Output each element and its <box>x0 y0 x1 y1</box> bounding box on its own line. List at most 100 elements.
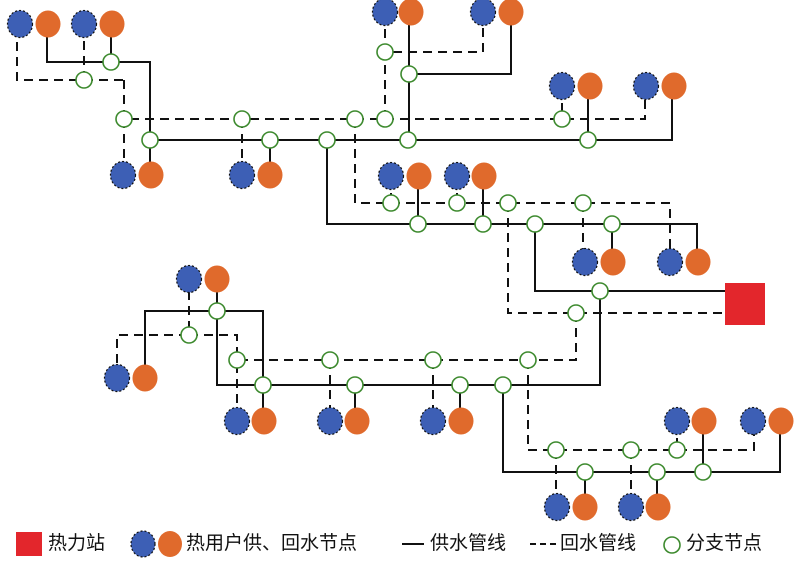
branch-node <box>448 194 466 212</box>
supply-user-node <box>498 0 524 26</box>
branch-node <box>499 194 517 212</box>
supply-pipe-segment <box>408 14 512 75</box>
user-nodes <box>6 0 794 522</box>
return-user-node <box>377 161 405 191</box>
branch-node <box>141 131 159 149</box>
supply-user-node <box>257 161 283 189</box>
supply-user-node <box>344 407 370 435</box>
branch-node <box>376 43 394 61</box>
legend-supply-pipe-swatch <box>402 543 424 545</box>
branch-node <box>574 194 592 212</box>
supply-pipe-segment <box>263 291 601 386</box>
supply-user-node <box>35 10 61 38</box>
legend-branch-node-label: 分支节点 <box>686 532 763 554</box>
supply-user-node <box>251 407 277 435</box>
return-user-node <box>223 406 251 436</box>
branch-node <box>579 131 597 149</box>
return-user-node <box>103 363 131 393</box>
branch-node <box>228 351 246 369</box>
branch-node <box>648 463 666 481</box>
return-user-node <box>443 161 471 191</box>
return-user-node <box>6 9 34 39</box>
supply-user-node <box>645 493 671 521</box>
branch-node <box>75 71 93 89</box>
branch-node <box>591 282 609 300</box>
supply-user-node <box>685 248 711 276</box>
branch-node <box>526 215 544 233</box>
branch-node <box>346 376 364 394</box>
branch-node <box>622 441 640 459</box>
supply-pipe-segment <box>46 27 151 175</box>
legend-supply-pipe-label: 供水管线 <box>430 532 507 554</box>
branch-nodes <box>75 43 712 481</box>
supply-user-node <box>448 407 474 435</box>
branch-node <box>409 215 427 233</box>
supply-user-node <box>132 364 158 392</box>
return-user-node <box>663 406 691 436</box>
branch-node <box>400 65 418 83</box>
return-user-node <box>469 0 497 27</box>
branch-node <box>494 376 512 394</box>
heating-network-diagram <box>6 0 794 522</box>
branch-node <box>318 131 336 149</box>
return-user-node <box>70 9 98 39</box>
legend-station-label: 热力站 <box>48 532 106 554</box>
branch-node <box>261 131 279 149</box>
branch-node <box>399 131 417 149</box>
supply-user-node <box>471 162 497 190</box>
branch-node <box>603 215 621 233</box>
branch-node <box>382 194 400 212</box>
branch-node <box>519 351 537 369</box>
legend-station-swatch <box>16 532 42 556</box>
return-user-node <box>632 71 660 101</box>
return-user-node <box>656 247 684 277</box>
return-user-node <box>109 160 137 190</box>
supply-pipe-segment <box>326 140 698 262</box>
legend-return-pipe-label: 回水管线 <box>560 532 637 554</box>
branch-node <box>451 376 469 394</box>
heat-station <box>725 283 765 325</box>
legend-user-node-label: 热用户供、回水节点 <box>186 532 358 554</box>
branch-node <box>376 110 394 128</box>
return-pipe-segment <box>16 27 124 81</box>
branch-node <box>547 441 565 459</box>
supply-pipe-segment <box>502 385 781 473</box>
branch-node <box>180 326 198 344</box>
supply-pipe-segment <box>144 310 217 378</box>
supply-user-node <box>661 72 687 100</box>
branch-node <box>553 110 571 128</box>
supply-pipe-segment <box>216 280 264 385</box>
return-user-node <box>571 247 599 277</box>
branch-node <box>321 351 339 369</box>
legend-user-node-swatch <box>130 530 182 558</box>
branch-node <box>254 376 272 394</box>
branch-node <box>102 53 120 71</box>
return-pipe-segment <box>116 280 190 378</box>
return-user-node <box>419 406 447 436</box>
supply-user-node <box>138 161 164 189</box>
return-pipe-segment <box>527 360 755 451</box>
return-pipe-segment <box>384 14 484 119</box>
supply-user-node <box>572 493 598 521</box>
supply-user-node <box>577 72 603 100</box>
supply-user-node <box>204 265 230 293</box>
legend-branch-node-swatch <box>663 536 681 554</box>
branch-node <box>576 463 594 481</box>
branch-node <box>233 110 251 128</box>
return-user-node <box>371 0 399 27</box>
branch-node <box>694 463 712 481</box>
branch-node <box>424 351 442 369</box>
supply-user-node <box>691 407 717 435</box>
return-user-node <box>548 71 576 101</box>
legend: 热力站 热用户供、回水节点 供水管线 回水管线 分支节点 <box>0 526 800 562</box>
legend-return-pipe-swatch <box>530 543 556 545</box>
return-user-node <box>175 264 203 294</box>
supply-user-node <box>406 162 432 190</box>
branch-node <box>668 441 686 459</box>
return-pipe-segment <box>507 203 727 314</box>
supply-user-node <box>398 0 424 26</box>
return-user-node <box>543 492 571 522</box>
return-pipe-segment <box>123 80 646 120</box>
supply-pipe-segment <box>216 311 263 386</box>
branch-node <box>346 110 364 128</box>
